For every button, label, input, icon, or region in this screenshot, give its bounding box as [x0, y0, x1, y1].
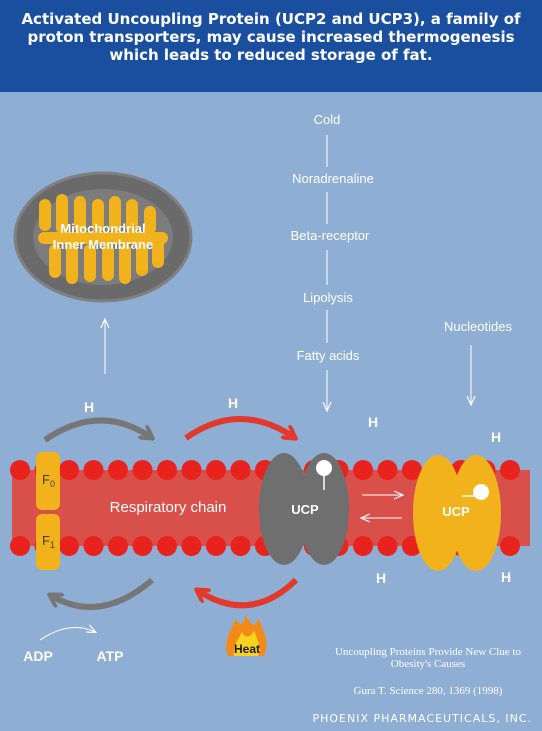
respiratory-chain-label: Respiratory chain: [110, 499, 227, 516]
h-label-6: H: [501, 569, 511, 585]
membrane-bead: [132, 460, 153, 480]
mitochondrion-illustration: Mitochondrial Inner Membrane: [13, 171, 193, 303]
membrane-bead: [353, 460, 373, 480]
membrane-bead: [59, 536, 79, 556]
title-line-1: Activated Uncoupling Protein (UCP2 and U…: [21, 10, 521, 28]
membrane-bead: [377, 536, 398, 556]
membrane-bead: [206, 536, 226, 556]
membrane-bead: [377, 460, 398, 480]
membrane-bead: [10, 460, 30, 480]
red-arc-bottom: [197, 577, 299, 609]
proton-labels: H H H H H H: [84, 395, 511, 586]
citation-title: Uncoupling Proteins Provide New Clue to …: [318, 646, 538, 670]
cristae-icon: [38, 194, 168, 284]
mitochondrion-label-line-2: Inner Membrane: [53, 237, 153, 252]
heat-label: Heat: [234, 642, 260, 656]
ucp-yellow-ligand-icon: [473, 484, 489, 500]
mitochondrion-label-line-1: Mitochondrial: [60, 221, 145, 236]
svg-text:F1: F1: [42, 533, 55, 550]
pathway-lipolysis: Lipolysis: [303, 290, 353, 305]
atp-label: ATP: [97, 648, 124, 664]
atp-synthase: F0 F1: [36, 452, 60, 570]
f1-subunit: [36, 514, 60, 570]
svg-text:F0: F0: [42, 472, 55, 489]
f1-label: F: [42, 533, 50, 548]
title-line-2: proton transporters, may cause increased…: [27, 28, 515, 46]
ucp-gray-label: UCP: [291, 502, 319, 517]
ucp-gray: UCP: [259, 453, 349, 565]
membrane-bead: [181, 536, 202, 556]
citation-title-line-1: Uncoupling Proteins Provide New Clue to: [334, 646, 522, 658]
f1-subscript: 1: [50, 540, 55, 550]
membrane-bead: [59, 460, 79, 480]
signaling-pathway: Cold Noradrenaline Beta-receptor Lipolys…: [291, 112, 374, 410]
membrane-bead: [181, 460, 202, 480]
pathway-fatty-acids: Fatty acids: [297, 348, 360, 363]
red-arc-top: [184, 416, 295, 438]
membrane-bead: [353, 536, 373, 556]
membrane-bead: [10, 536, 30, 556]
gray-arc-bottom: [50, 577, 154, 610]
ucp-gray-ligand-icon: [316, 460, 332, 476]
company-footer: PHOENIX PHARMACEUTICALS, INC.: [312, 712, 532, 725]
pathway-beta-receptor: Beta-receptor: [291, 228, 370, 243]
title-line-3: which leads to reduced storage of fat.: [109, 46, 433, 64]
adp-to-atp-arrow: [39, 628, 95, 641]
membrane-bead: [108, 460, 128, 480]
membrane-bead: [402, 460, 422, 480]
pathway-cold: Cold: [314, 112, 341, 127]
h-label-4: H: [491, 429, 501, 445]
membrane-bead: [500, 536, 520, 556]
citation-reference: Gura T. Science 280, 1369 (1998): [353, 685, 503, 697]
membrane-bead: [108, 536, 128, 556]
membrane-bead: [83, 460, 104, 480]
gray-arc-top: [43, 417, 152, 443]
ucp-diagram: Mitochondrial Inner Membrane Cold Noradr…: [10, 112, 530, 664]
nucleotides-label: Nucleotides: [444, 319, 512, 334]
adp-label: ADP: [23, 648, 53, 664]
heat-flame-icon: [226, 614, 267, 656]
ucp-yellow-label: UCP: [442, 504, 470, 519]
title-text: Activated Uncoupling Protein (UCP2 and U…: [0, 10, 542, 64]
f0-label: F: [42, 472, 50, 487]
f0-subunit: [36, 452, 60, 510]
h-label-2: H: [228, 395, 238, 411]
h-label-1: H: [84, 399, 94, 415]
membrane-bead: [83, 536, 104, 556]
membrane-bead: [230, 536, 251, 556]
membrane-bead: [206, 460, 226, 480]
f0-subscript: 0: [50, 479, 55, 489]
title-banner: Activated Uncoupling Protein (UCP2 and U…: [0, 0, 542, 92]
membrane-bead: [500, 460, 520, 480]
membrane-bead: [230, 460, 251, 480]
h-label-3: H: [368, 414, 378, 430]
membrane-bead: [132, 536, 153, 556]
pathway-noradrenaline: Noradrenaline: [292, 171, 374, 186]
membrane-bead: [157, 536, 177, 556]
ucp-yellow: UCP: [413, 455, 501, 571]
citation-title-line-2: Obesity's Causes: [390, 658, 466, 670]
membrane-bead: [157, 460, 177, 480]
h-label-5: H: [376, 570, 386, 586]
